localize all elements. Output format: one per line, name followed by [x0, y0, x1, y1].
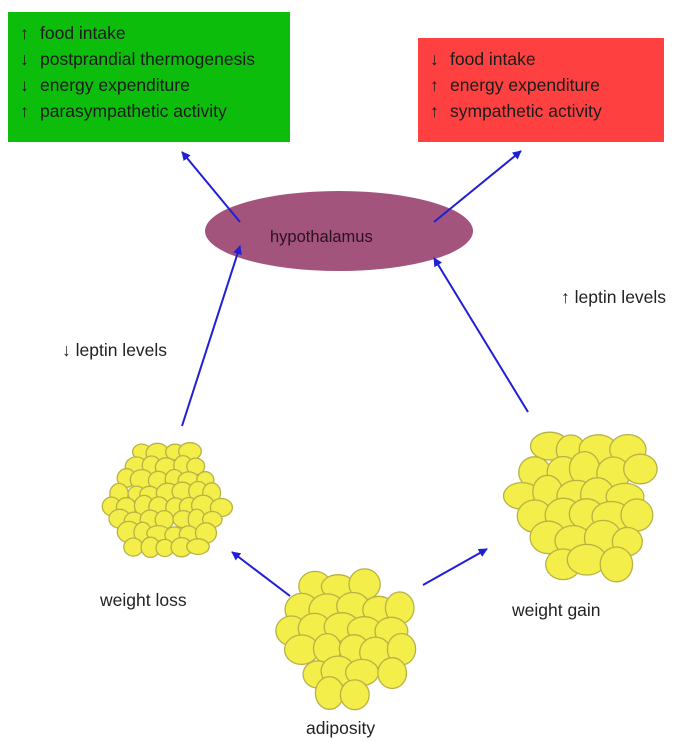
hypothalamus-label: hypothalamus [270, 228, 373, 247]
fat-cell [340, 680, 369, 710]
fat-cell [621, 499, 653, 531]
weight-loss-fat-cells [102, 443, 232, 558]
arrow-weightloss-to-hypothalamus [182, 246, 240, 426]
weight-loss-label: weight loss [100, 590, 187, 611]
arrow-adiposity-to-weightloss [232, 552, 290, 596]
fat-cell [315, 677, 343, 710]
fat-cell [624, 454, 657, 484]
leptin-up-label: ↑ leptin levels [561, 287, 666, 308]
leptin-down-label: ↓ leptin levels [62, 340, 167, 361]
adiposity-label: adiposity [306, 718, 375, 739]
arrow-hypothalamus-to-green [182, 152, 240, 222]
arrow-adiposity-to-weightgain [423, 549, 487, 585]
arrow-hypothalamus-to-red [434, 151, 521, 222]
adiposity-fat-cells [276, 569, 416, 710]
weight-gain-fat-cells [504, 432, 658, 582]
fat-cell [378, 658, 407, 689]
weight-gain-label: weight gain [512, 600, 601, 621]
fat-cell [600, 547, 632, 582]
fat-cell [187, 539, 209, 555]
fat-cell [124, 538, 143, 556]
arrow-weightgain-to-hypothalamus [434, 258, 528, 412]
